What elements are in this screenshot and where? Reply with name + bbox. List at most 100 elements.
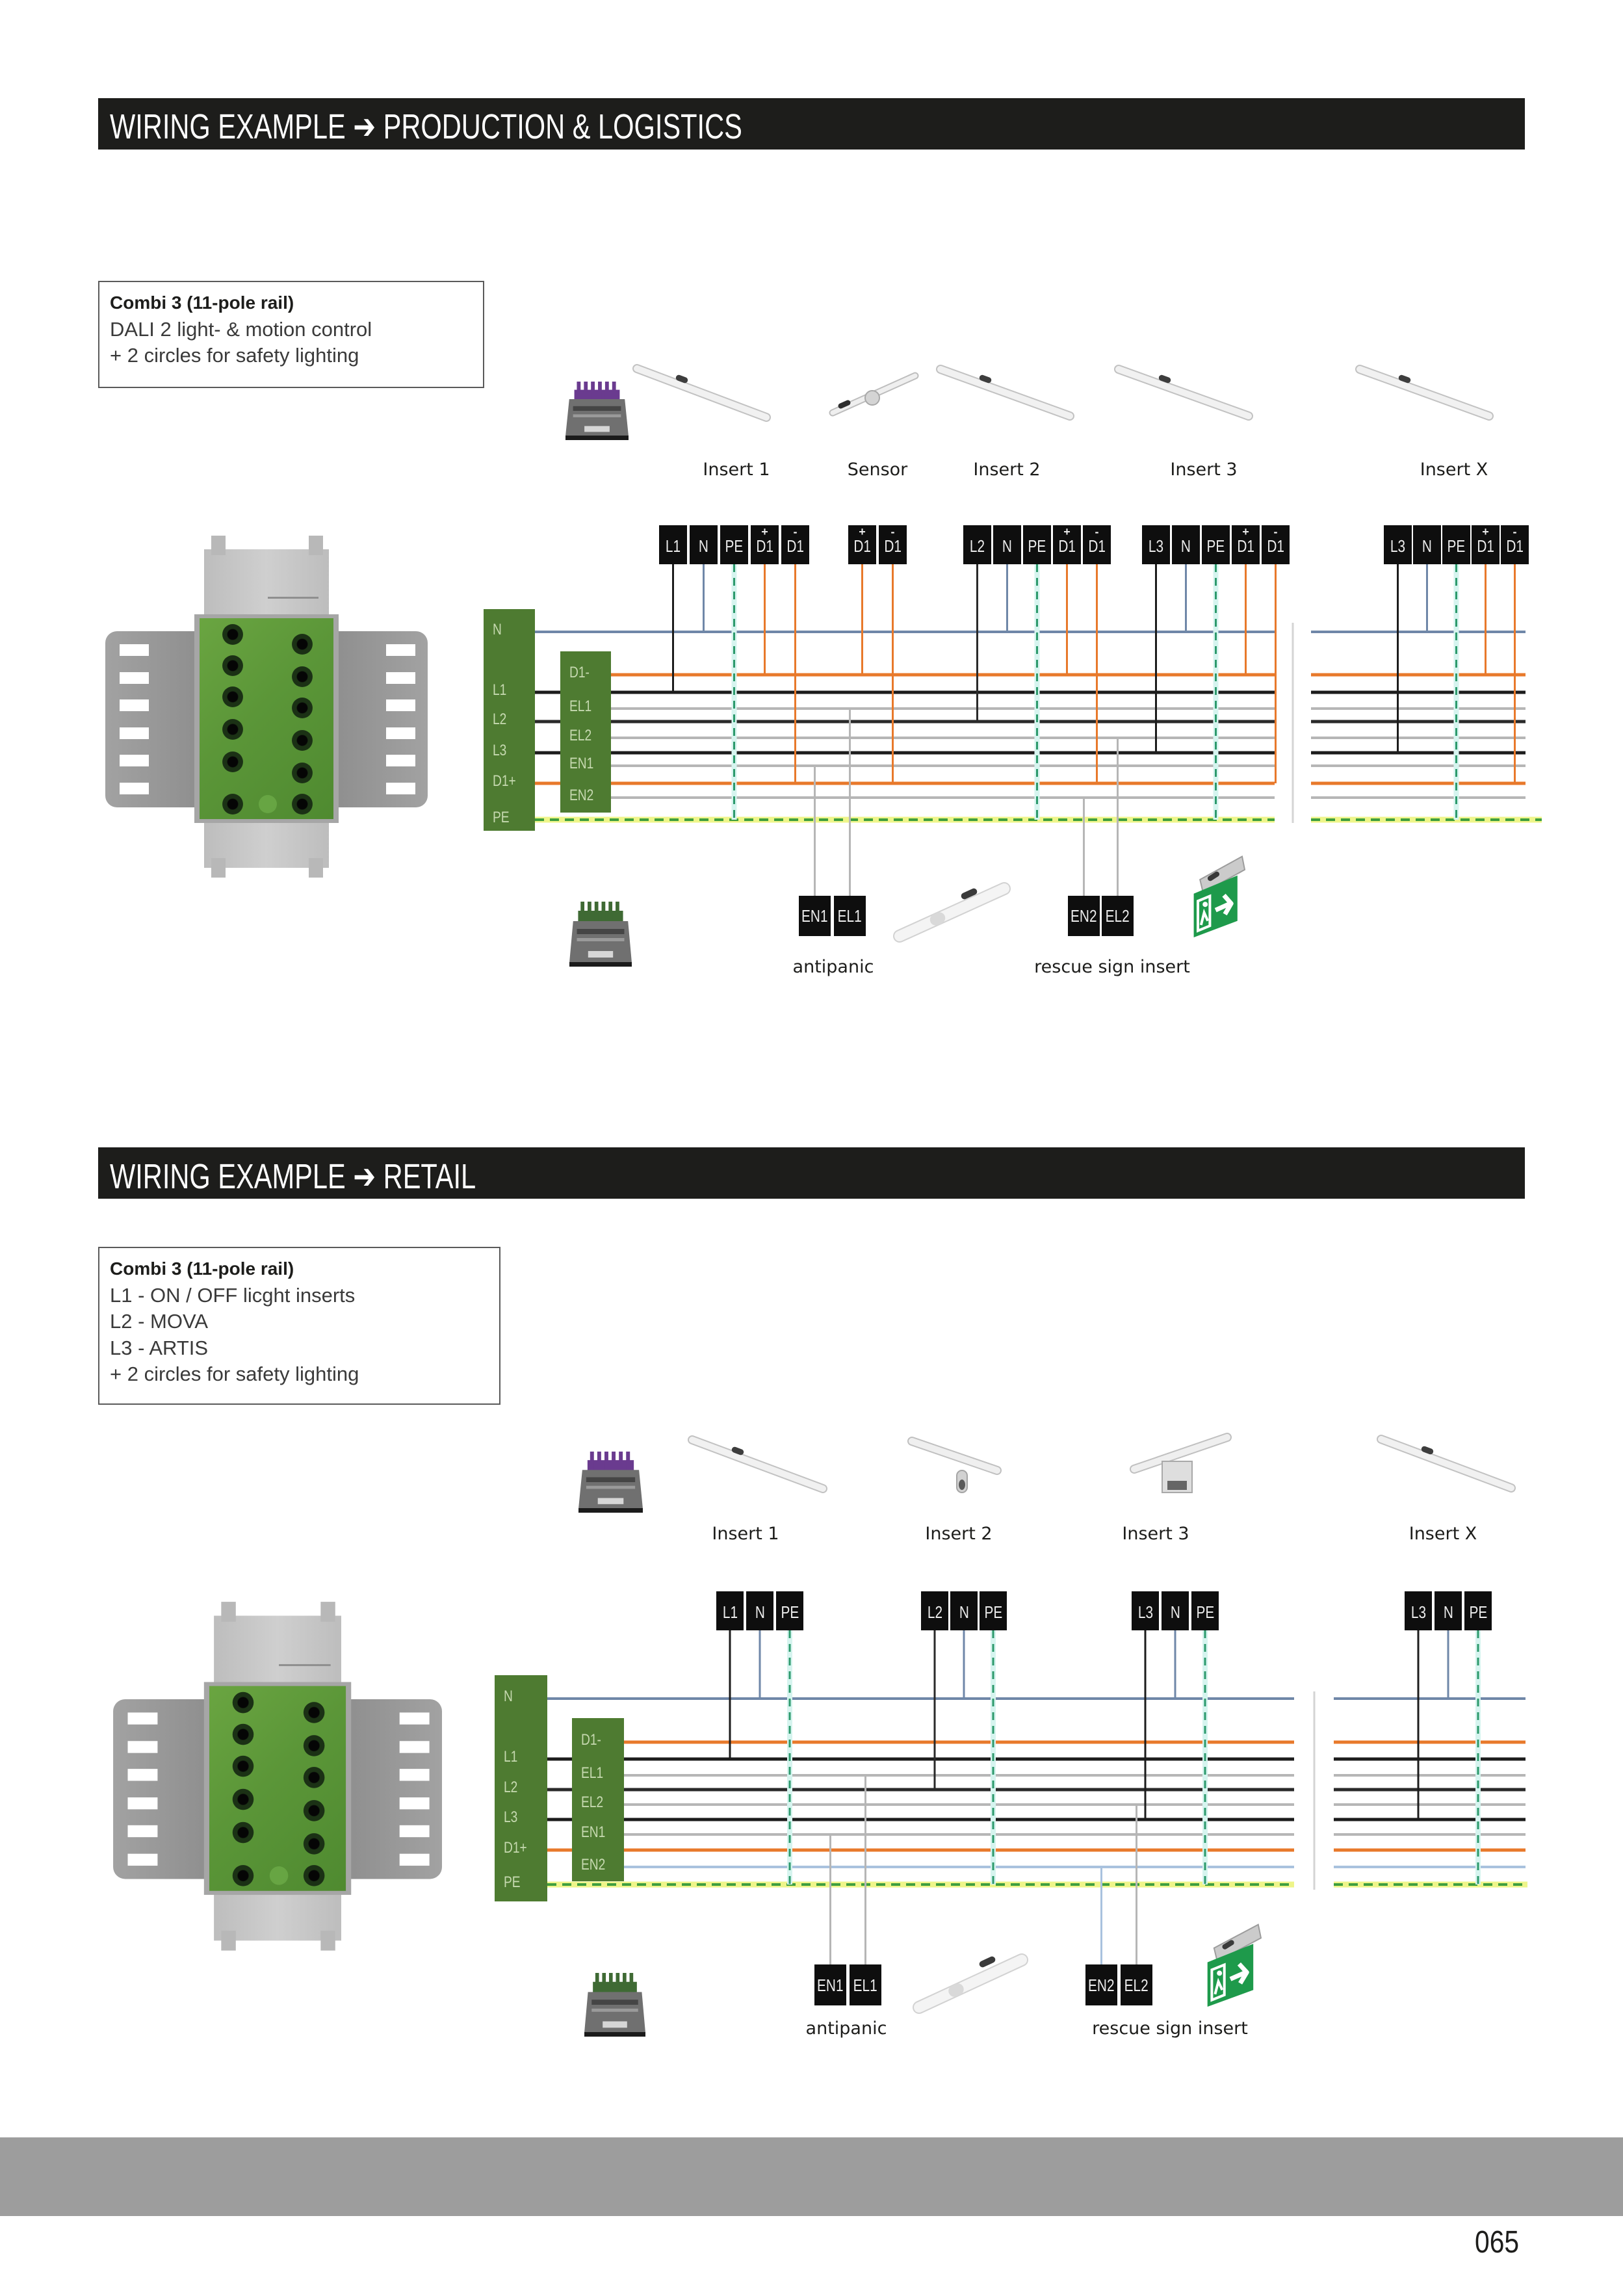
terminal-label: N <box>1002 536 1013 556</box>
arrow-right-icon <box>1222 893 1234 916</box>
page-number: 065 <box>1475 2225 1520 2260</box>
emergency-antipanic <box>829 1775 1028 2014</box>
terminal-socket <box>222 794 243 815</box>
terminal-socket <box>232 1691 254 1714</box>
insert-label: Insert X <box>1409 1524 1477 1544</box>
terminal-label: D1 <box>1477 536 1494 556</box>
terminal-pe: PE <box>1442 525 1470 564</box>
terminal-n: N <box>1172 525 1200 564</box>
bus-lines <box>535 631 1542 823</box>
terminal-socket <box>303 1767 325 1788</box>
gear-fin <box>577 382 581 402</box>
gear-fin <box>619 1452 623 1472</box>
info-line: L3 - ARTIS <box>110 1336 209 1359</box>
wiring-diagram-retail <box>547 1433 1527 2037</box>
terminal-label: PE <box>781 1602 799 1622</box>
rail-terminal-label-d1-minus: D1- <box>581 1731 601 1749</box>
terminal-label: EL2 <box>1105 906 1130 926</box>
terminal-label: D1 <box>1267 536 1284 556</box>
terminal-label: D1 <box>1058 536 1076 556</box>
emergency-label: antipanic <box>805 2018 887 2039</box>
terminal-label: L3 <box>1148 536 1164 556</box>
connector-node <box>979 1956 996 1968</box>
terminal-label: PE <box>725 536 744 556</box>
mounting-slot <box>386 783 415 794</box>
section-header-production-logistics: WIRING EXAMPLE ➔ PRODUCTION & LOGISTICS <box>98 98 1525 150</box>
mounting-slot <box>386 727 415 739</box>
terminal-socket <box>222 624 243 645</box>
emergency-control-gear-image <box>569 902 632 967</box>
terminal-label: D1 <box>1237 536 1254 556</box>
terminal-marker <box>259 795 277 813</box>
linear-light-image <box>1377 1435 1516 1493</box>
gear-fin <box>604 382 609 402</box>
terminal-label: PE <box>1196 1602 1214 1622</box>
rail-connector-photo <box>110 1599 442 1951</box>
info-line: L2 - MOVA <box>110 1310 209 1333</box>
rail-terminal-label-en2: EN2 <box>569 787 594 804</box>
insert-insert-2 <box>936 365 1098 820</box>
terminal-label: L1 <box>722 1602 738 1622</box>
terminal-n: N <box>690 525 718 564</box>
rail-terminal-label-d1-minus: D1- <box>569 664 590 681</box>
arrow-right-icon <box>1237 1962 1249 1985</box>
downlight-lens <box>1167 1481 1187 1490</box>
polarity-mark: + <box>1063 525 1071 538</box>
terminal-l2: L2 <box>963 525 991 564</box>
arrow-right-icon <box>1229 1970 1247 1981</box>
terminal-socket <box>292 666 313 687</box>
housing <box>1357 366 1492 419</box>
terminal-l2: L2 <box>921 1591 948 1630</box>
terminal-l3: L3 <box>1384 525 1412 564</box>
polarity-mark: + <box>1242 525 1249 538</box>
exit-sign-image <box>1207 1924 1262 2007</box>
terminal-d1-minus: -D1 <box>781 525 809 564</box>
wiring-diagram-production-logistics <box>535 364 1542 967</box>
emergency-rescue-sign-insert <box>1100 1805 1262 2007</box>
insert-label: Insert 1 <box>703 460 770 480</box>
gear-fin <box>584 382 588 402</box>
terminal-label: N <box>1422 536 1433 556</box>
terminal-label: EN2 <box>1071 906 1097 926</box>
gear-base <box>569 962 632 967</box>
gear-label-strip <box>577 929 625 934</box>
mounting-slot <box>127 1797 158 1810</box>
terminal-el2: EL2 <box>1121 1964 1152 2005</box>
gear-cable-clamp <box>588 951 614 958</box>
section-title: WIRING EXAMPLE ➔ RETAIL <box>110 1157 476 1196</box>
insert-label: Sensor <box>847 460 908 480</box>
sensor-image <box>829 372 919 417</box>
exit-sign-image <box>1193 855 1246 937</box>
insert-label: Insert X <box>1420 460 1488 480</box>
terminal-d1-minus: -D1 <box>879 525 907 564</box>
housing <box>894 883 1009 941</box>
connector-node <box>675 374 688 384</box>
gear-fin <box>590 1452 594 1472</box>
polarity-mark: + <box>761 525 768 538</box>
terminal-socket <box>232 1788 254 1810</box>
terminal-d1-plus: +D1 <box>751 525 779 564</box>
terminal-l1: L1 <box>659 525 687 564</box>
housing <box>1131 1434 1230 1472</box>
polarity-mark: + <box>1482 525 1489 538</box>
insert-label: Insert 3 <box>1122 1524 1189 1544</box>
gear-fin <box>597 1452 601 1472</box>
rail-terminal-label-el2: EL2 <box>569 727 592 744</box>
insert-insert-2 <box>907 1437 1002 1885</box>
sign-panel <box>1193 875 1238 937</box>
rail-terminal-label-d1-plus: D1+ <box>504 1839 527 1857</box>
insert-insert-x <box>1377 1435 1516 1885</box>
terminal-label: PE <box>1469 1602 1487 1622</box>
lamp-band <box>929 912 946 926</box>
terminal-en1: EN1 <box>799 896 831 936</box>
gear-fin <box>591 382 595 402</box>
polarity-mark: + <box>859 525 866 538</box>
gear-fin <box>601 902 606 924</box>
gear-cable-clamp <box>603 2021 627 2028</box>
connector-node <box>979 374 992 384</box>
terminal-label: N <box>698 536 709 556</box>
terminal-label: L3 <box>1390 536 1406 556</box>
